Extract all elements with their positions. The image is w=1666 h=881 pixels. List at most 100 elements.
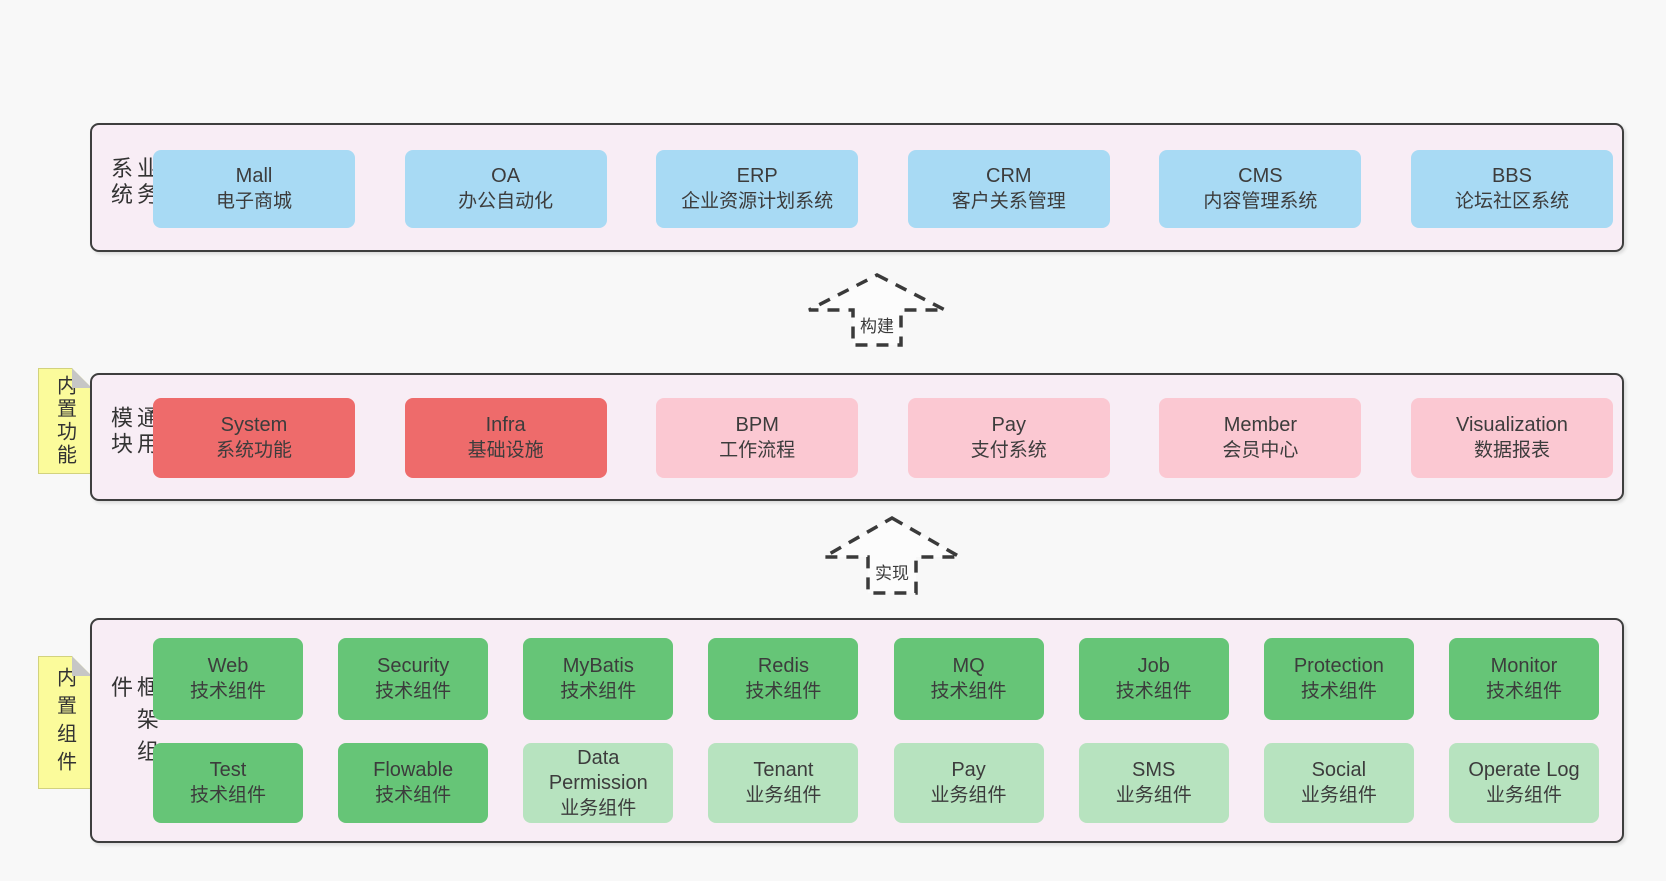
box-subtitle: 企业资源计划系统 bbox=[681, 191, 834, 212]
box-subtitle: 业务组件 bbox=[1300, 785, 1377, 806]
box-title: Test bbox=[209, 759, 247, 781]
box-subtitle: 数据报表 bbox=[1473, 440, 1550, 461]
band-business-systems-label: 业务系统 bbox=[108, 156, 159, 209]
box-title: MyBatis bbox=[562, 655, 634, 677]
box-crm: CRM 客户关系管理 bbox=[907, 150, 1110, 228]
box-title: BBS bbox=[1491, 165, 1532, 187]
box-title: Pay bbox=[991, 414, 1027, 436]
box-title: Monitor bbox=[1490, 655, 1558, 677]
box-subtitle: 业务组件 bbox=[745, 785, 822, 806]
arrow-build: 构建 bbox=[806, 272, 948, 349]
box-subtitle: 基础设施 bbox=[467, 440, 544, 461]
box-member: Member 会员中心 bbox=[1159, 398, 1362, 478]
band-common-modules-label: 通用模块 bbox=[108, 406, 159, 458]
box-subtitle: 办公自动化 bbox=[458, 191, 554, 212]
box-infra: Infra 基础设施 bbox=[404, 398, 607, 478]
box-subtitle: 技术组件 bbox=[189, 785, 266, 806]
box-subtitle: 系统功能 bbox=[215, 440, 292, 461]
box-sms: SMS 业务组件 bbox=[1078, 743, 1229, 823]
sticky-note-builtin-components: 内置组件 bbox=[38, 656, 92, 789]
box-subtitle: 业务组件 bbox=[1485, 785, 1562, 806]
sticky-note-text: 内置功能 bbox=[53, 375, 76, 467]
box-title: CRM bbox=[986, 165, 1032, 187]
box-cms: CMS 内容管理系统 bbox=[1159, 150, 1362, 228]
box-title: Mall bbox=[235, 165, 273, 187]
box-flowable: Flowable 技术组件 bbox=[338, 743, 489, 823]
box-title: SMS bbox=[1132, 759, 1176, 781]
box-redis: Redis 技术组件 bbox=[708, 638, 859, 720]
arrow-build-label: 构建 bbox=[857, 312, 897, 337]
box-pay: Pay 支付系统 bbox=[907, 398, 1110, 478]
framework-components-row-1: Web 技术组件 Security 技术组件 MyBatis 技术组件 Redi… bbox=[153, 638, 1599, 720]
box-subtitle: 业务组件 bbox=[560, 797, 637, 819]
box-title: Member bbox=[1223, 414, 1298, 436]
folded-corner-icon bbox=[72, 656, 92, 676]
box-subtitle: 技术组件 bbox=[375, 785, 452, 806]
box-system: System 系统功能 bbox=[153, 398, 355, 478]
folded-corner-icon bbox=[72, 368, 92, 388]
box-title: Redis bbox=[757, 655, 809, 677]
box-title: Social bbox=[1311, 759, 1367, 781]
box-title: CMS bbox=[1238, 165, 1283, 187]
box-mall: Mall 电子商城 bbox=[153, 150, 355, 228]
box-security: Security 技术组件 bbox=[338, 638, 489, 720]
sticky-note-builtin-features: 内置功能 bbox=[38, 368, 92, 474]
band-framework-components-label: 框架组件 bbox=[108, 675, 159, 772]
box-subtitle: 技术组件 bbox=[745, 681, 822, 702]
arrow-implement: 实现 bbox=[821, 515, 963, 597]
box-subtitle: 工作流程 bbox=[719, 440, 796, 461]
box-title: System bbox=[220, 414, 288, 436]
box-monitor: Monitor 技术组件 bbox=[1448, 638, 1599, 720]
box-title: Security bbox=[377, 655, 450, 677]
up-arrow-icon bbox=[821, 515, 963, 595]
up-arrow-icon bbox=[808, 273, 946, 347]
box-subtitle: 论坛社区系统 bbox=[1454, 191, 1569, 212]
box-data-permission: Data Permission 业务组件 bbox=[523, 743, 674, 823]
box-erp: ERP 企业资源计划系统 bbox=[656, 150, 859, 228]
box-protection: Protection 技术组件 bbox=[1263, 638, 1414, 720]
box-title: Job bbox=[1137, 655, 1170, 677]
sticky-note-text: 内置组件 bbox=[53, 666, 76, 779]
box-tenant: Tenant 业务组件 bbox=[708, 743, 859, 823]
box-mq: MQ 技术组件 bbox=[893, 638, 1044, 720]
box-subtitle: 技术组件 bbox=[560, 681, 637, 702]
box-title: MQ bbox=[952, 655, 985, 677]
box-title: OA bbox=[491, 165, 521, 187]
band-common-modules: 通用模块 System 系统功能 Infra 基础设施 BPM 工作流程 Pay… bbox=[90, 373, 1624, 501]
arrow-implement-label: 实现 bbox=[872, 559, 912, 584]
box-title: Data Permission bbox=[548, 746, 648, 794]
box-title: Protection bbox=[1293, 655, 1384, 677]
box-title: Web bbox=[207, 655, 249, 677]
band-business-systems: 业务系统 Mall 电子商城 OA 办公自动化 ERP 企业资源计划系统 CRM… bbox=[90, 123, 1624, 252]
box-subtitle: 技术组件 bbox=[1300, 681, 1377, 702]
box-visualization: Visualization 数据报表 bbox=[1410, 398, 1613, 478]
box-subtitle: 技术组件 bbox=[930, 681, 1007, 702]
box-subtitle: 会员中心 bbox=[1222, 440, 1299, 461]
box-subtitle: 内容管理系统 bbox=[1203, 191, 1318, 212]
box-subtitle: 技术组件 bbox=[1115, 681, 1192, 702]
box-subtitle: 客户关系管理 bbox=[951, 191, 1066, 212]
box-title: ERP bbox=[736, 165, 778, 187]
box-subtitle: 技术组件 bbox=[189, 681, 266, 702]
box-bbs: BBS 论坛社区系统 bbox=[1410, 150, 1613, 228]
framework-components-row-2: Test 技术组件 Flowable 技术组件 Data Permission … bbox=[153, 743, 1599, 823]
box-subtitle: 电子商城 bbox=[215, 191, 292, 212]
box-title: Operate Log bbox=[1468, 759, 1580, 781]
box-mybatis: MyBatis 技术组件 bbox=[523, 638, 674, 720]
box-title: Visualization bbox=[1456, 414, 1568, 436]
box-job: Job 技术组件 bbox=[1078, 638, 1229, 720]
box-title: Tenant bbox=[753, 759, 814, 781]
box-title: Pay bbox=[951, 759, 986, 781]
box-bpm: BPM 工作流程 bbox=[656, 398, 859, 478]
box-test: Test 技术组件 bbox=[153, 743, 303, 823]
box-title: Infra bbox=[485, 414, 526, 436]
box-pay-component: Pay 业务组件 bbox=[893, 743, 1044, 823]
band-common-modules-boxes: System 系统功能 Infra 基础设施 BPM 工作流程 Pay 支付系统… bbox=[153, 398, 1613, 478]
box-subtitle: 支付系统 bbox=[970, 440, 1047, 461]
box-operate-log: Operate Log 业务组件 bbox=[1448, 743, 1599, 823]
box-oa: OA 办公自动化 bbox=[404, 150, 607, 228]
box-subtitle: 技术组件 bbox=[1485, 681, 1562, 702]
band-business-systems-boxes: Mall 电子商城 OA 办公自动化 ERP 企业资源计划系统 CRM 客户关系… bbox=[153, 150, 1613, 228]
box-web: Web 技术组件 bbox=[153, 638, 303, 720]
